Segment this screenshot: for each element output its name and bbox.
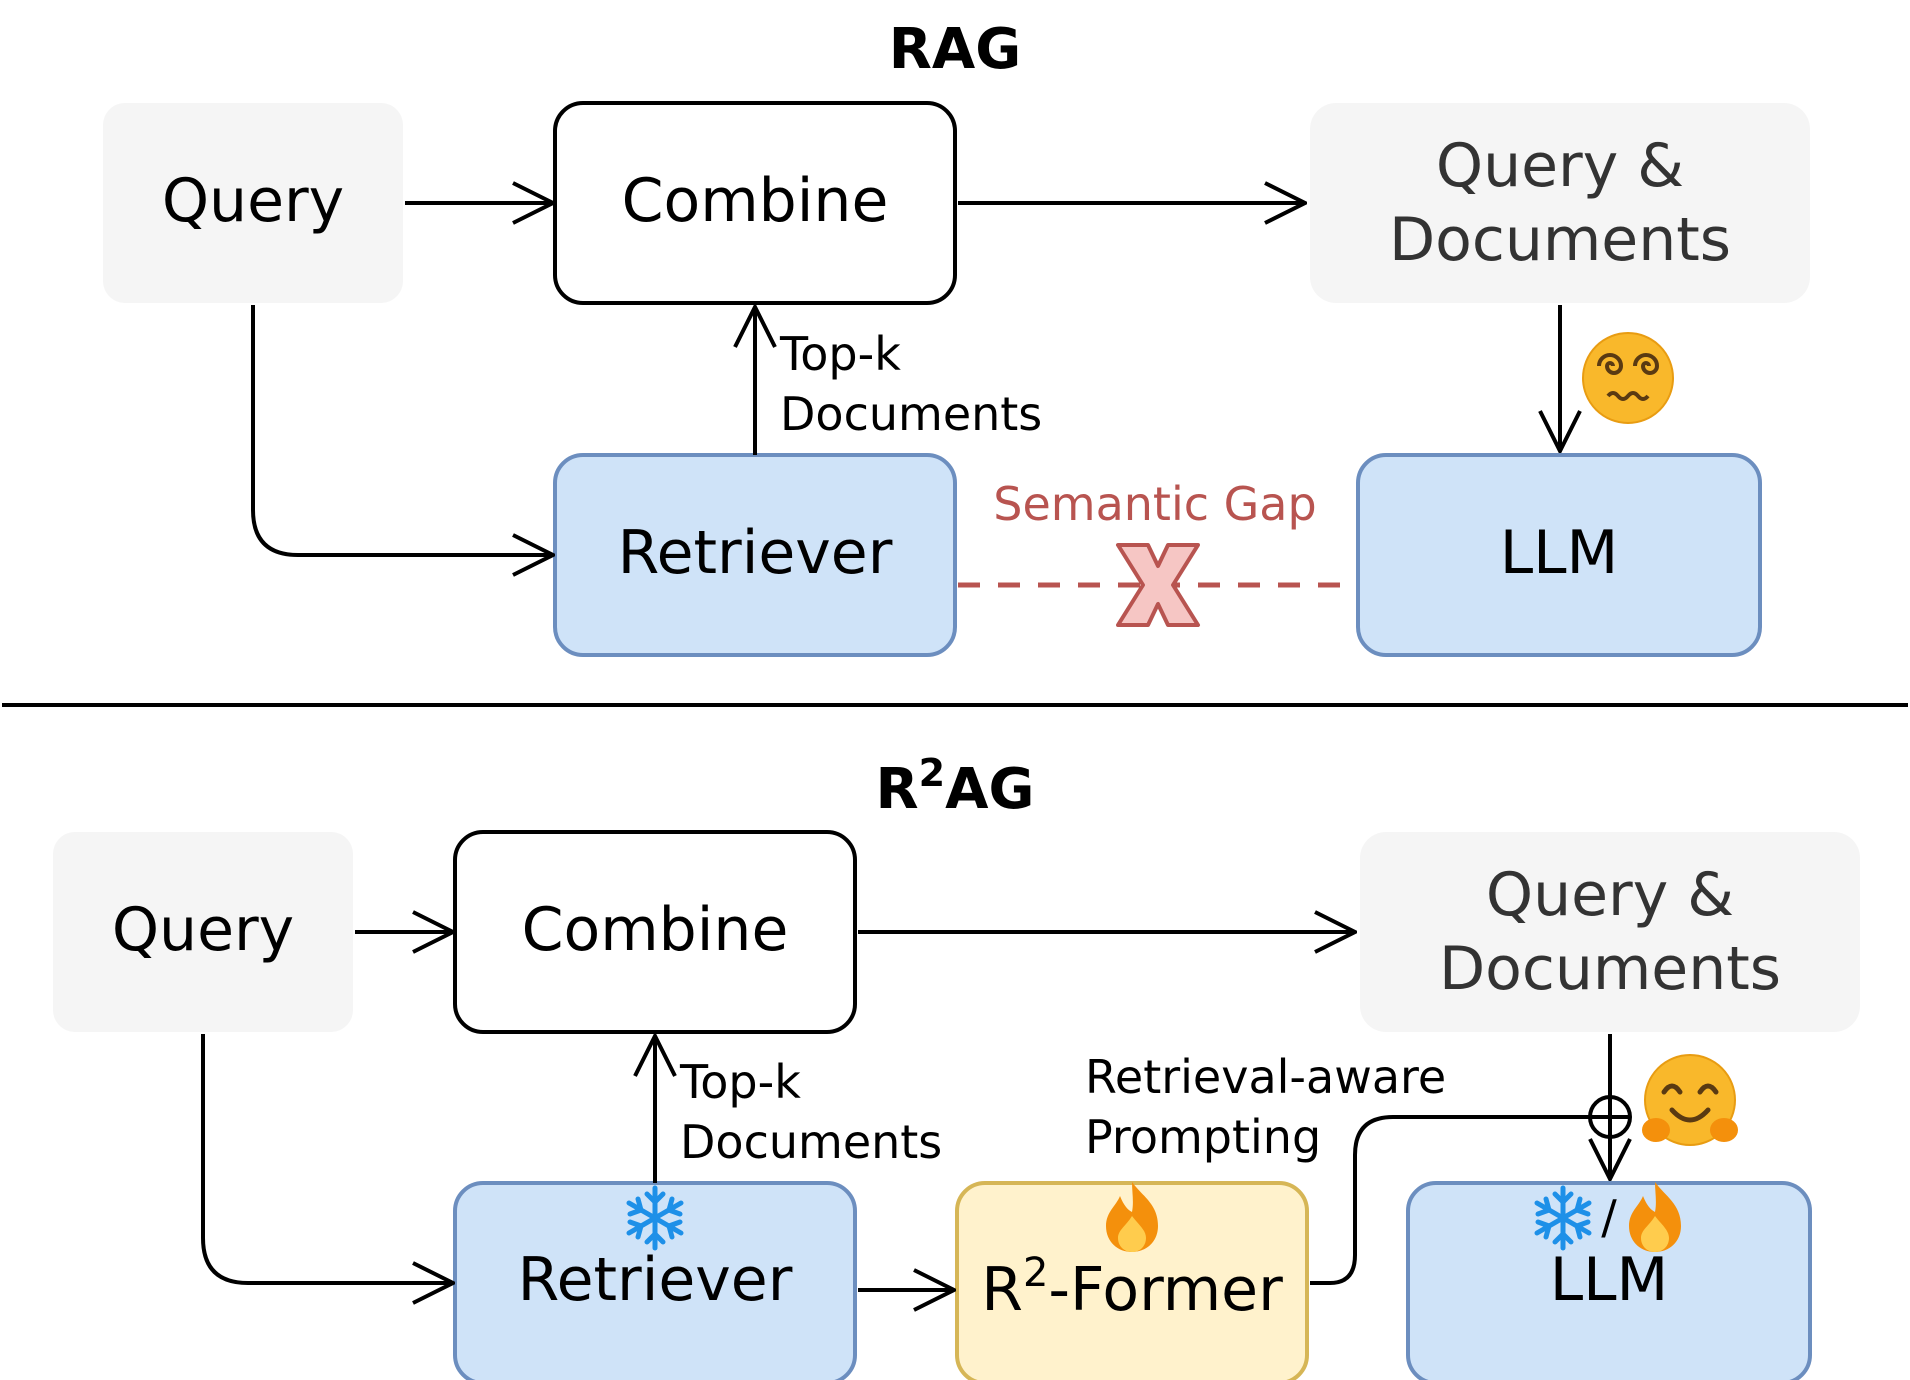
prompting-label-line2: Prompting: [1085, 1110, 1321, 1164]
r2ag-prompting-connector: [1310, 1115, 1590, 1285]
rag-combine-node: Combine: [553, 101, 957, 305]
rag-query-node: Query: [103, 103, 403, 303]
r2ag-query-node: Query: [53, 832, 353, 1032]
r2ag-combine-node: Combine: [453, 830, 857, 1034]
llm-mode-icons: /: [1534, 1182, 1681, 1252]
dizzy-face-emoji-icon: [1582, 332, 1674, 424]
r2ag-retriever-node: Retriever: [453, 1181, 857, 1380]
x-mark-icon: [1116, 543, 1200, 627]
r2-former-node: R2-Former: [955, 1181, 1309, 1380]
r2ag-retriever-label: Retriever: [518, 1245, 793, 1315]
rag-query-docs-line1: Query &: [1436, 131, 1684, 201]
rag-llm-label: LLM: [1500, 518, 1619, 588]
semantic-gap-label: Semantic Gap: [993, 477, 1316, 531]
rag-query-docs-node: Query & Documents: [1310, 103, 1810, 303]
snowflake-icon: [626, 1185, 684, 1251]
r2ag-llm-label: LLM: [1550, 1245, 1669, 1315]
r2ag-query-label: Query: [112, 895, 294, 965]
r2ag-query-docs-line2: Documents: [1439, 934, 1781, 1004]
circle-plus-icon: [1588, 1095, 1632, 1139]
r2-former-label: R2-Former: [981, 1250, 1283, 1325]
r2ag-combine-label: Combine: [522, 895, 789, 965]
rag-llm-node: LLM: [1356, 453, 1762, 657]
hugging-face-emoji-icon: [1642, 1054, 1738, 1146]
rag-query-docs-line2: Documents: [1389, 205, 1731, 275]
prompting-label-line1: Retrieval-aware: [1085, 1050, 1446, 1104]
r2ag-query-docs-node: Query & Documents: [1360, 832, 1860, 1032]
svg-text:R2AG: R2AG: [876, 751, 1035, 822]
r2ag-query-docs-line1: Query &: [1486, 860, 1734, 930]
rag-query-label: Query: [162, 166, 344, 236]
rag-topk-line2: Documents: [780, 387, 1042, 441]
snowflake-icon: [1534, 1185, 1592, 1251]
rag-title: RAG: [889, 17, 1021, 82]
rag-retriever-label: Retriever: [618, 518, 893, 588]
r2ag-topk-line1: Top-k: [679, 1055, 801, 1109]
r2ag-arrow-query-retriever: [201, 1034, 453, 1283]
rag-arrow-query-retriever: [251, 305, 553, 555]
rag-combine-label: Combine: [622, 166, 889, 236]
fire-icon: [1629, 1182, 1681, 1252]
rag-topk-line1: Top-k: [779, 327, 901, 381]
r2ag-llm-node: LLM: [1406, 1181, 1812, 1380]
rag-retriever-node: Retriever: [553, 453, 957, 657]
fire-icon: [1106, 1182, 1158, 1252]
llm-mode-separator: /: [1601, 1190, 1617, 1244]
r2ag-topk-line2: Documents: [680, 1115, 942, 1169]
r2ag-title: R2AG: [876, 751, 1035, 822]
